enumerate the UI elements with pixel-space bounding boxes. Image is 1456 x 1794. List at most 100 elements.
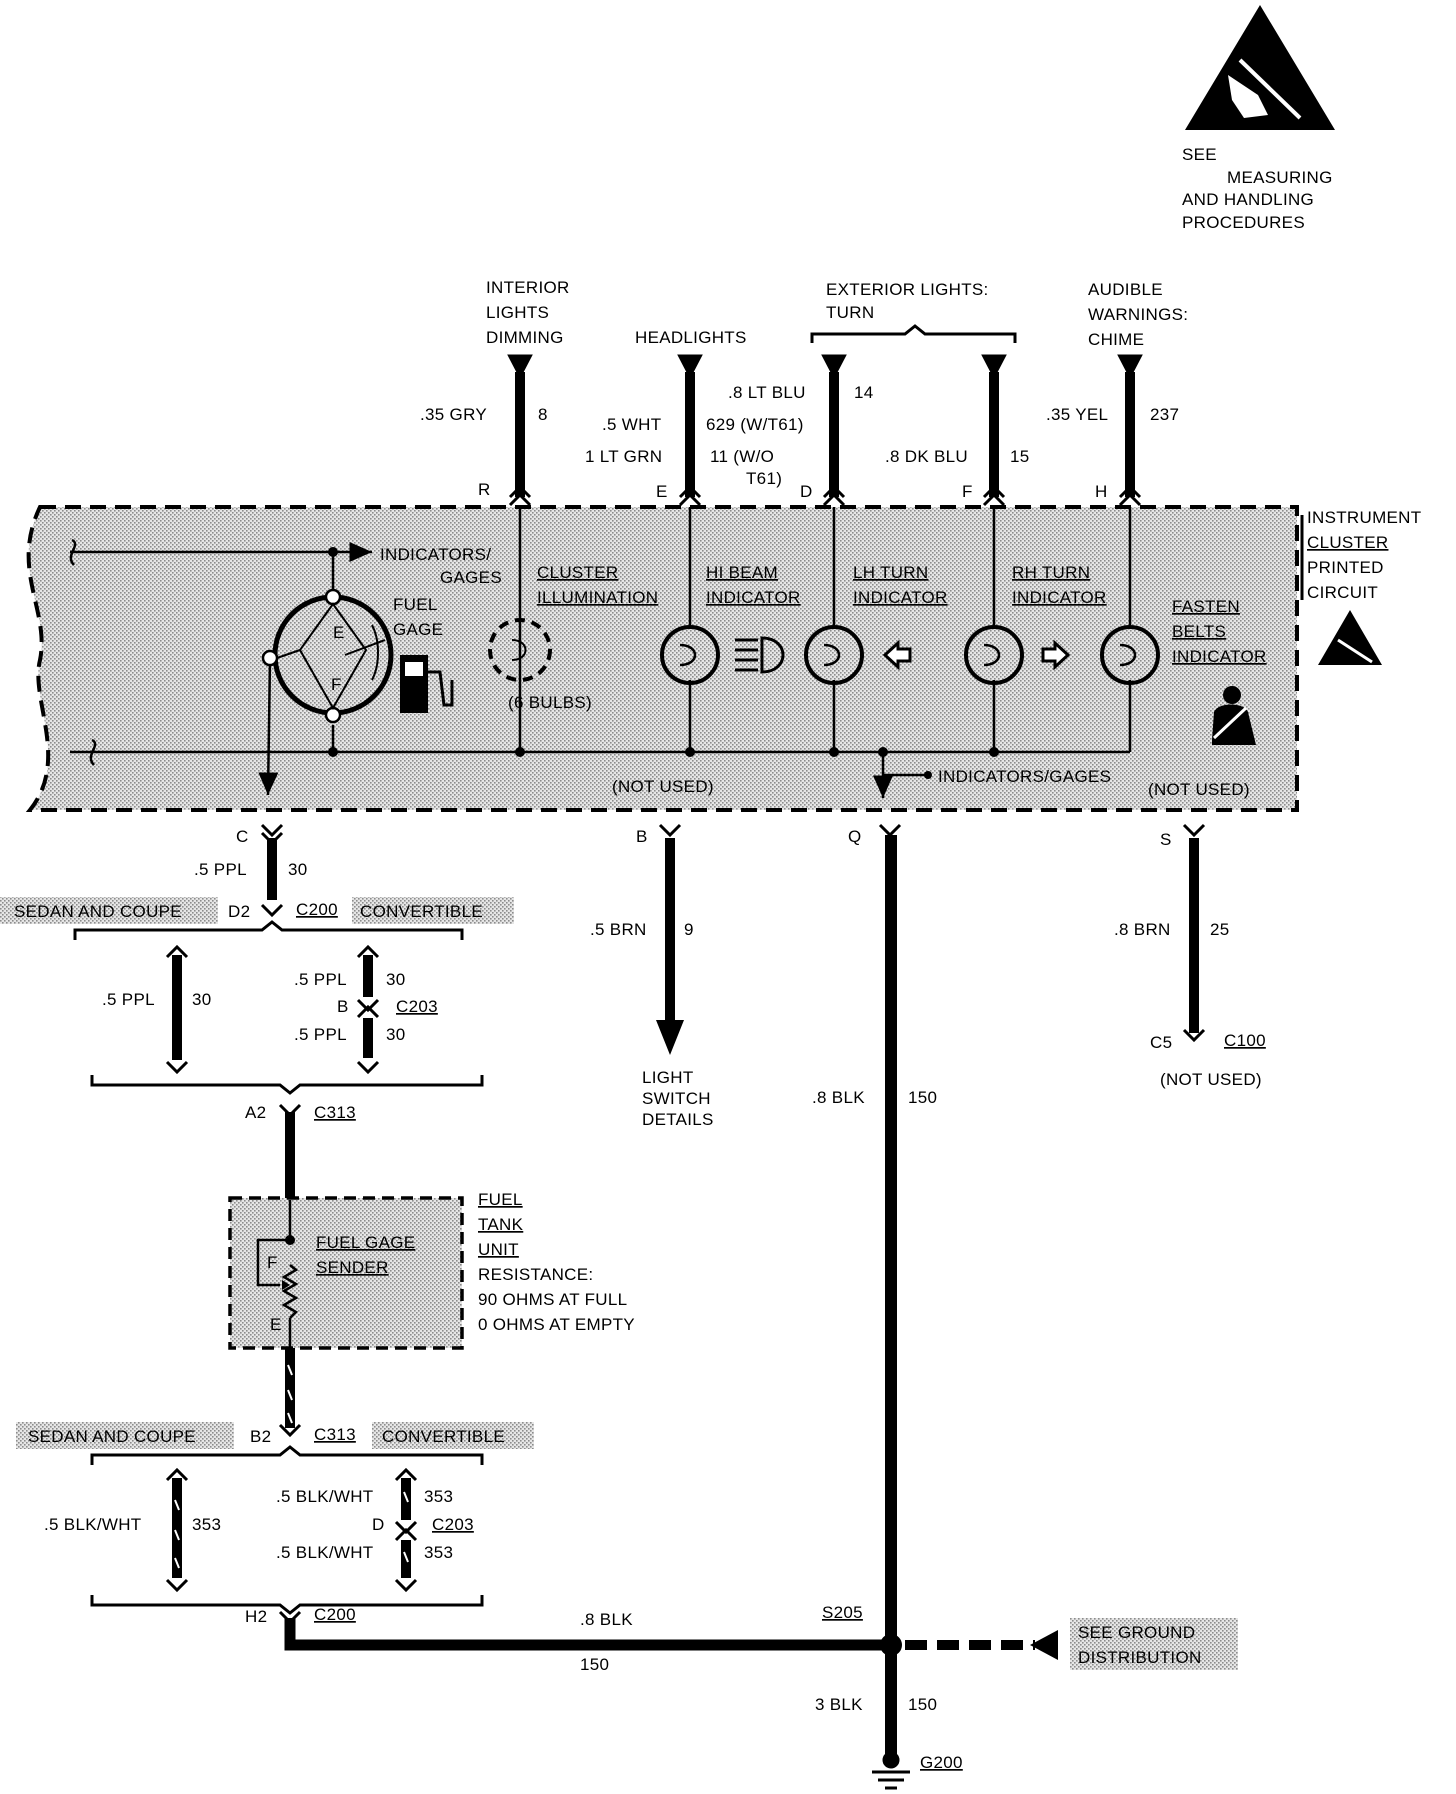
wire-tank-to-b2 <box>285 1348 295 1428</box>
rh-turn-lamp <box>964 625 1024 685</box>
header-interior-lights: INTERIOR LIGHTS DIMMING <box>486 278 569 347</box>
wire-h-circuit: 237 <box>1150 405 1179 424</box>
wire-f-color: .8 DK BLU <box>885 447 968 466</box>
wire-r-color: .35 GRY <box>420 405 487 424</box>
svg-text:LH TURN: LH TURN <box>853 563 928 582</box>
fuel-gage-label: FUEL GAGE <box>393 595 443 639</box>
lh-turn-lamp <box>804 625 864 685</box>
gauge-f-label: F <box>331 675 342 694</box>
wire-b-arrow <box>656 1020 684 1055</box>
svg-text:FUEL GAGE: FUEL GAGE <box>316 1233 415 1252</box>
not-used-right: (NOT USED) <box>1148 780 1250 799</box>
tag-convertible-1-text: CONVERTIBLE <box>360 902 483 921</box>
wire-e-color-2: 1 LT GRN <box>585 447 662 466</box>
light-switch-label: LIGHT SWITCH DETAILS <box>642 1068 714 1129</box>
hi-beam-lamp <box>660 625 720 685</box>
h2-wire-circuit: 150 <box>580 1655 609 1674</box>
down-wire-circuit: 150 <box>908 1695 937 1714</box>
left-arrow-icon <box>882 639 912 671</box>
sender-f: F <box>267 1253 278 1272</box>
brace-top-1 <box>73 920 464 940</box>
pin-a2: A2 <box>245 1103 266 1122</box>
svg-text:AND HANDLING: AND HANDLING <box>1182 190 1314 209</box>
cluster-illumination-lamp <box>488 610 552 690</box>
wire-e-circuit-2: 11 (W/O <box>710 447 774 466</box>
svg-text:SWITCH: SWITCH <box>642 1089 711 1108</box>
svg-text:TANK: TANK <box>478 1215 524 1234</box>
pin-f: F <box>962 482 973 501</box>
sender-splice <box>285 1235 295 1245</box>
b1-right-wire-bot: .5 PPL <box>294 1025 347 1044</box>
fuel-gage <box>261 588 394 724</box>
svg-text:CHIME: CHIME <box>1088 330 1144 349</box>
ground-icon <box>872 1751 910 1790</box>
wire-q-color: .8 BLK <box>812 1088 865 1107</box>
tag-convertible-2 <box>372 1422 534 1449</box>
svg-text:EXTERIOR LIGHTS:: EXTERIOR LIGHTS: <box>826 280 989 299</box>
pin-q: Q <box>848 827 862 846</box>
svg-text:BELTS: BELTS <box>1172 622 1226 641</box>
tag-sedan-coupe-2 <box>16 1422 234 1449</box>
pin-h: H <box>1095 482 1108 501</box>
svg-text:INDICATOR: INDICATOR <box>853 588 948 607</box>
wire-c-circuit: 30 <box>288 860 308 879</box>
pin-d: D <box>800 482 813 501</box>
wire-q-ground <box>885 835 897 1760</box>
wire-r-circuit: 8 <box>538 405 548 424</box>
svg-text:INSTRUMENT: INSTRUMENT <box>1307 508 1421 527</box>
brace-top-2 <box>90 1445 484 1465</box>
splice-dots <box>328 547 999 779</box>
right-arrow-icon <box>1041 639 1071 671</box>
svg-text:INDICATORS/: INDICATORS/ <box>380 545 491 564</box>
b1-right-num-top: 30 <box>386 970 406 989</box>
svg-text:FUEL: FUEL <box>393 595 438 614</box>
cluster-wiring <box>69 507 1132 798</box>
pin-h2: H2 <box>245 1607 267 1626</box>
svg-text:AUDIBLE: AUDIBLE <box>1088 280 1163 299</box>
see-ground-label: SEE GROUND DISTRIBUTION <box>1078 1623 1201 1667</box>
hi-beam-label: HI BEAM INDICATOR <box>706 563 801 607</box>
wire-d-circuit: 14 <box>854 383 874 402</box>
wire-e-circuit-2b: T61) <box>746 469 782 488</box>
conn-c313-1: C313 <box>314 1103 356 1122</box>
tag-sedan-coupe-1-text: SEDAN AND COUPE <box>14 902 182 921</box>
svg-text:GAGES: GAGES <box>440 568 502 587</box>
brace-bottom-1 <box>90 1075 484 1095</box>
header-exterior-lights: EXTERIOR LIGHTS: TURN <box>826 280 989 322</box>
block1-wires <box>165 944 380 1075</box>
rh-turn-label: RH TURN INDICATOR <box>1012 563 1107 607</box>
svg-text:INDICATOR: INDICATOR <box>1012 588 1107 607</box>
h2-wire-color: .8 BLK <box>580 1610 633 1629</box>
svg-text:INDICATOR: INDICATOR <box>706 588 801 607</box>
hi-beam-icon <box>735 636 785 674</box>
see-ground-tag <box>1070 1618 1238 1670</box>
svg-text:GAGE: GAGE <box>393 620 443 639</box>
turn-brace <box>810 324 1017 343</box>
tag-sedan-coupe-1 <box>0 897 218 924</box>
b1-right-conn: C203 <box>396 997 438 1016</box>
esd-small-icon <box>1318 610 1382 665</box>
splice-s205-label: S205 <box>822 1603 863 1622</box>
fasten-belts-label: FASTEN BELTS INDICATOR <box>1172 597 1266 666</box>
gauge-e-label: E <box>333 623 345 642</box>
svg-text:SEE GROUND: SEE GROUND <box>1078 1623 1195 1642</box>
svg-text:CLUSTER: CLUSTER <box>537 563 618 582</box>
svg-text:DETAILS: DETAILS <box>642 1110 714 1129</box>
svg-text:RH TURN: RH TURN <box>1012 563 1090 582</box>
pin-r: R <box>478 480 491 499</box>
conn-c100: C100 <box>1224 1031 1266 1050</box>
fuel-tank-box <box>228 1196 464 1350</box>
wire-e-circuit-1: 629 (W/T61) <box>706 415 804 434</box>
fuel-tank-title: FUEL TANK UNIT <box>478 1190 524 1259</box>
svg-text:TURN: TURN <box>826 303 874 322</box>
b2-left-num: 353 <box>192 1515 221 1534</box>
lh-turn-label: LH TURN INDICATOR <box>853 563 948 607</box>
top-wires <box>507 354 1143 507</box>
wire-d-color: .8 LT BLU <box>728 383 806 402</box>
pin-e: E <box>656 482 668 501</box>
tag-sedan-coupe-2-text: SEDAN AND COUPE <box>28 1427 196 1446</box>
bulbs-label: (6 BULBS) <box>508 693 592 712</box>
wire-s <box>1189 838 1199 1033</box>
indicators-gages-bottom: INDICATORS/GAGES <box>938 767 1111 786</box>
b2-right-pin: D <box>372 1515 385 1534</box>
